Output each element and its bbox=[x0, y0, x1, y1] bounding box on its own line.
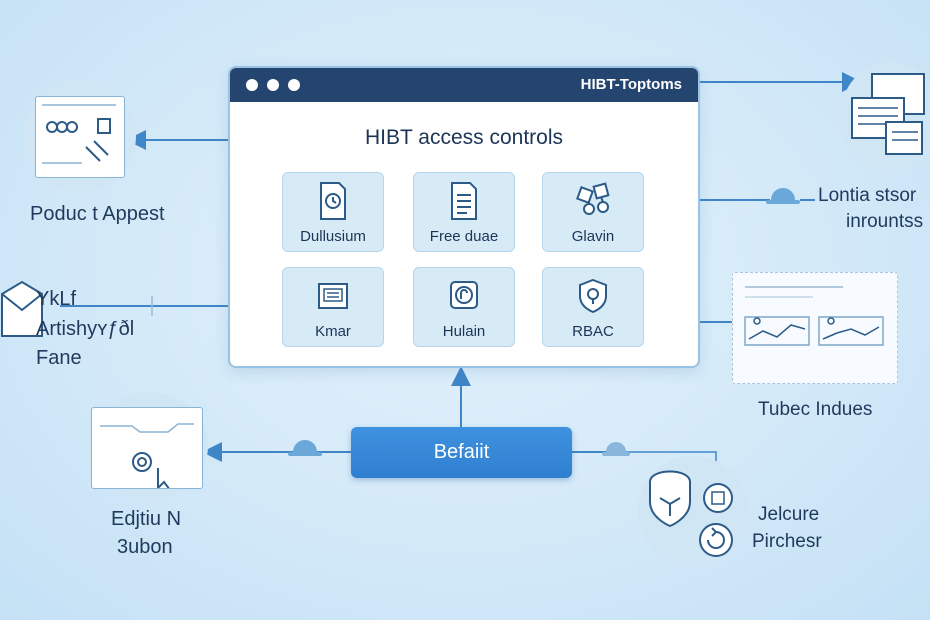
product-card-icon bbox=[35, 96, 125, 178]
tile-kmar[interactable]: Kmar bbox=[282, 267, 384, 347]
node-label-mid-right: Tubec Indues bbox=[758, 399, 873, 420]
envelope-icon bbox=[0, 280, 43, 337]
node-label-top-right-2: inrountss bbox=[846, 211, 924, 232]
id-card-icon bbox=[318, 283, 348, 309]
node-label-bottom-left-2: 3ubon bbox=[117, 536, 173, 558]
window-heading: HIBT access controls bbox=[364, 126, 563, 149]
window-dot-icon[interactable] bbox=[267, 79, 279, 91]
document-lines-icon bbox=[451, 182, 477, 220]
cloud-icon bbox=[766, 188, 800, 204]
tile-label: Hulain bbox=[442, 323, 486, 340]
tile-label: Dullusium bbox=[300, 228, 366, 245]
node-label-mid-left-3: Fane bbox=[36, 347, 82, 369]
node-label-mid-left-2: Artishyʏƒðl bbox=[36, 318, 135, 340]
cloud-icon bbox=[288, 440, 322, 456]
stacked-windows-icon bbox=[851, 73, 925, 155]
tile-glavin[interactable]: Glavin bbox=[542, 172, 644, 252]
node-label-bottom-right-2: Pirchesr bbox=[752, 531, 822, 552]
window-titlebar: HIBT-Toptoms bbox=[230, 68, 698, 102]
shield-icon bbox=[579, 278, 607, 314]
edit-card-icon bbox=[91, 407, 203, 491]
lock-badge-icon bbox=[450, 281, 478, 309]
window-dot-icon[interactable] bbox=[246, 79, 258, 91]
network-nodes-icon bbox=[576, 182, 610, 215]
tile-label: RBAC bbox=[572, 323, 614, 340]
window-dot-icon[interactable] bbox=[288, 79, 300, 91]
node-label-bottom-left-1: Edjtiu N bbox=[111, 508, 182, 530]
chart-panel-icon bbox=[732, 272, 898, 384]
node-label-top-left: Poduc t Appest bbox=[30, 203, 165, 225]
node-label-top-right-1: Lontia stsor bbox=[818, 185, 917, 206]
tile-free-duae[interactable]: Free duae bbox=[413, 172, 515, 252]
action-button[interactable]: Befaiit bbox=[351, 427, 572, 478]
node-label-bottom-right-1: Jelcure bbox=[758, 504, 820, 525]
tile-rbac[interactable]: RBAC bbox=[542, 267, 644, 347]
tile-label: Free duae bbox=[429, 228, 499, 245]
user-security-icon bbox=[649, 470, 733, 557]
cloud-icon bbox=[602, 442, 630, 456]
tile-dullusium[interactable]: Dullusium bbox=[282, 172, 384, 252]
tile-hulain[interactable]: Hulain bbox=[413, 267, 515, 347]
document-clock-icon bbox=[320, 182, 346, 220]
tile-label: Kmar bbox=[315, 323, 351, 340]
access-controls-window: HIBT-Toptoms HIBT access controls Dullus… bbox=[228, 66, 700, 368]
node-label-mid-left-1: YkLf bbox=[36, 288, 77, 310]
tile-label: Glavin bbox=[571, 228, 615, 245]
window-title: HIBT-Toptoms bbox=[580, 76, 682, 93]
